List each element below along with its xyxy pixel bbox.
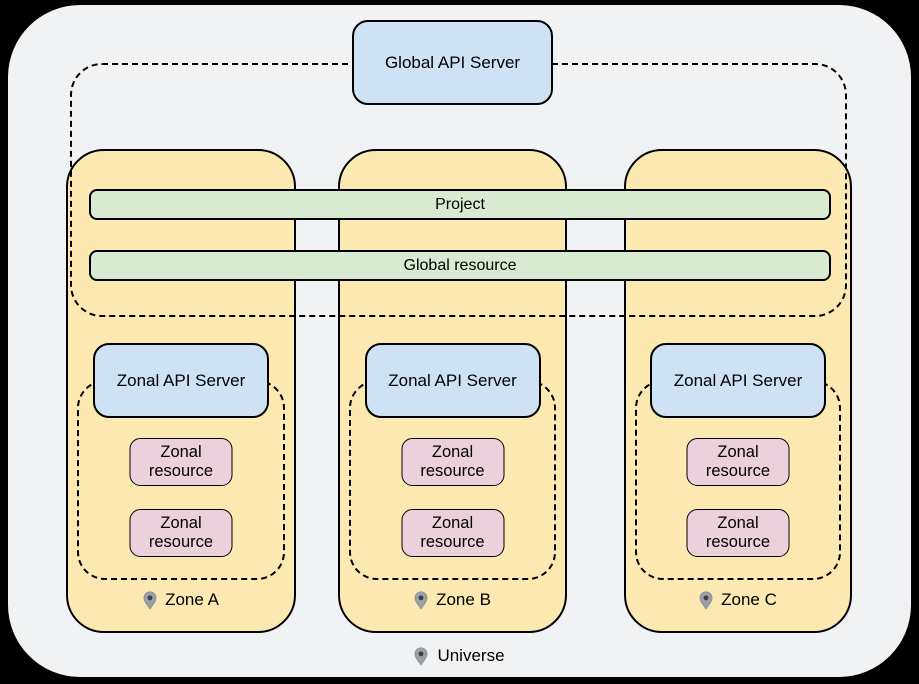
location-pin-icon bbox=[414, 646, 428, 666]
zone-c-container: Zonal API Server Zonal resource Zonal re… bbox=[624, 149, 852, 633]
location-pin-icon bbox=[699, 590, 713, 610]
zone-b-zonal-resource-box-1: Zonal resource bbox=[401, 438, 504, 486]
zone-b-container: Zonal API Server Zonal resource Zonal re… bbox=[338, 149, 567, 633]
zone-a-zonal-resource-box-1: Zonal resource bbox=[129, 438, 233, 486]
location-pin-icon bbox=[143, 590, 157, 610]
universe-name: Universe bbox=[437, 646, 505, 665]
zone-c-zonal-resource-box-1: Zonal resource bbox=[686, 438, 790, 486]
zone-b-zonal-resource-box-2: Zonal resource bbox=[401, 509, 504, 557]
zone-a-container: Zonal API Server Zonal resource Zonal re… bbox=[66, 149, 296, 633]
zone-b-zonal-api-server-box: Zonal API Server bbox=[364, 343, 541, 418]
global-resource-bar: Global resource bbox=[89, 250, 831, 281]
zone-a-zonal-resource-box-2: Zonal resource bbox=[129, 509, 233, 557]
zone-c-zonal-api-server-box: Zonal API Server bbox=[650, 343, 826, 418]
global-api-server-box: Global API Server bbox=[352, 20, 553, 105]
universe-label: Universe bbox=[8, 643, 911, 669]
zone-a-zonal-api-server-box: Zonal API Server bbox=[93, 343, 269, 418]
zone-b-name: Zone B bbox=[436, 590, 491, 609]
zone-c-zonal-resource-box-2: Zonal resource bbox=[686, 509, 790, 557]
zone-c-name: Zone C bbox=[721, 590, 777, 609]
zone-a-label: Zone A bbox=[68, 588, 294, 612]
location-pin-icon bbox=[414, 590, 428, 610]
project-bar: Project bbox=[89, 189, 831, 220]
zone-a-name: Zone A bbox=[165, 590, 219, 609]
zone-c-label: Zone C bbox=[626, 588, 850, 612]
zone-b-label: Zone B bbox=[340, 588, 565, 612]
